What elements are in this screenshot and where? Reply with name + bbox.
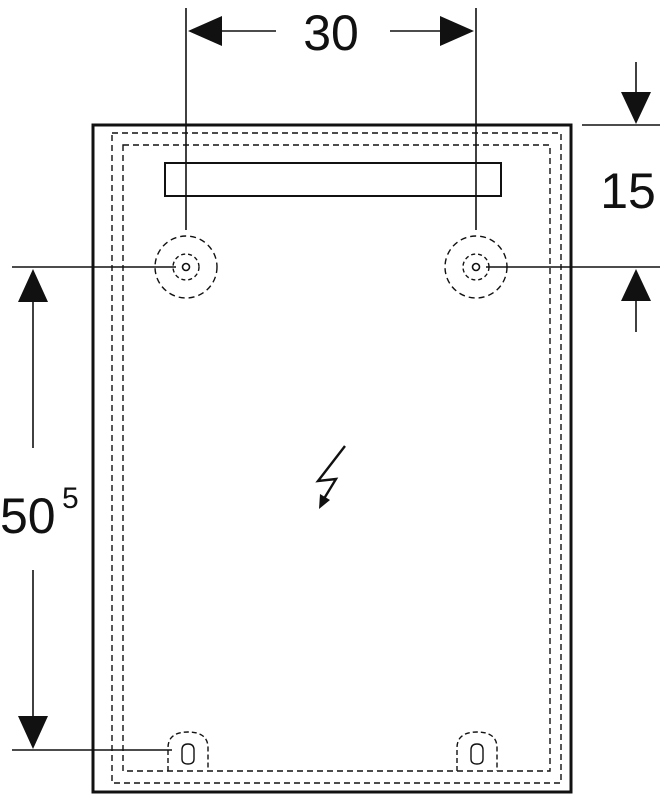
lightning-bolt-icon: [315, 445, 346, 509]
arrow-left-icon: [188, 16, 222, 46]
dimension-height-superscript: 5: [62, 482, 79, 515]
arrow-right-icon: [440, 16, 474, 46]
dimension-height-label: 50: [0, 488, 56, 544]
bottom-mount-right: [456, 731, 498, 771]
arrow-down-icon: [18, 716, 48, 749]
arrow-up-icon: [621, 269, 651, 301]
cabinet-inner-dashed-inner: [122, 144, 551, 772]
mounting-hole-left: [154, 235, 218, 299]
dimension-offset-label: 15: [600, 163, 656, 219]
extension-lines: [12, 8, 660, 751]
cabinet-inner-dashed-outer: [111, 132, 562, 784]
bottom-mount-left: [167, 731, 209, 771]
dimension-offset: 15: [600, 62, 656, 332]
dimension-width: 30: [188, 5, 474, 61]
arrow-up-icon: [18, 269, 48, 302]
cabinet: [91, 123, 573, 794]
light-strip: [164, 162, 502, 197]
dimension-height: 50 5: [0, 269, 79, 749]
cabinet-outline: [91, 123, 573, 794]
arrow-down-icon: [621, 92, 651, 124]
dimension-width-label: 30: [303, 5, 359, 61]
